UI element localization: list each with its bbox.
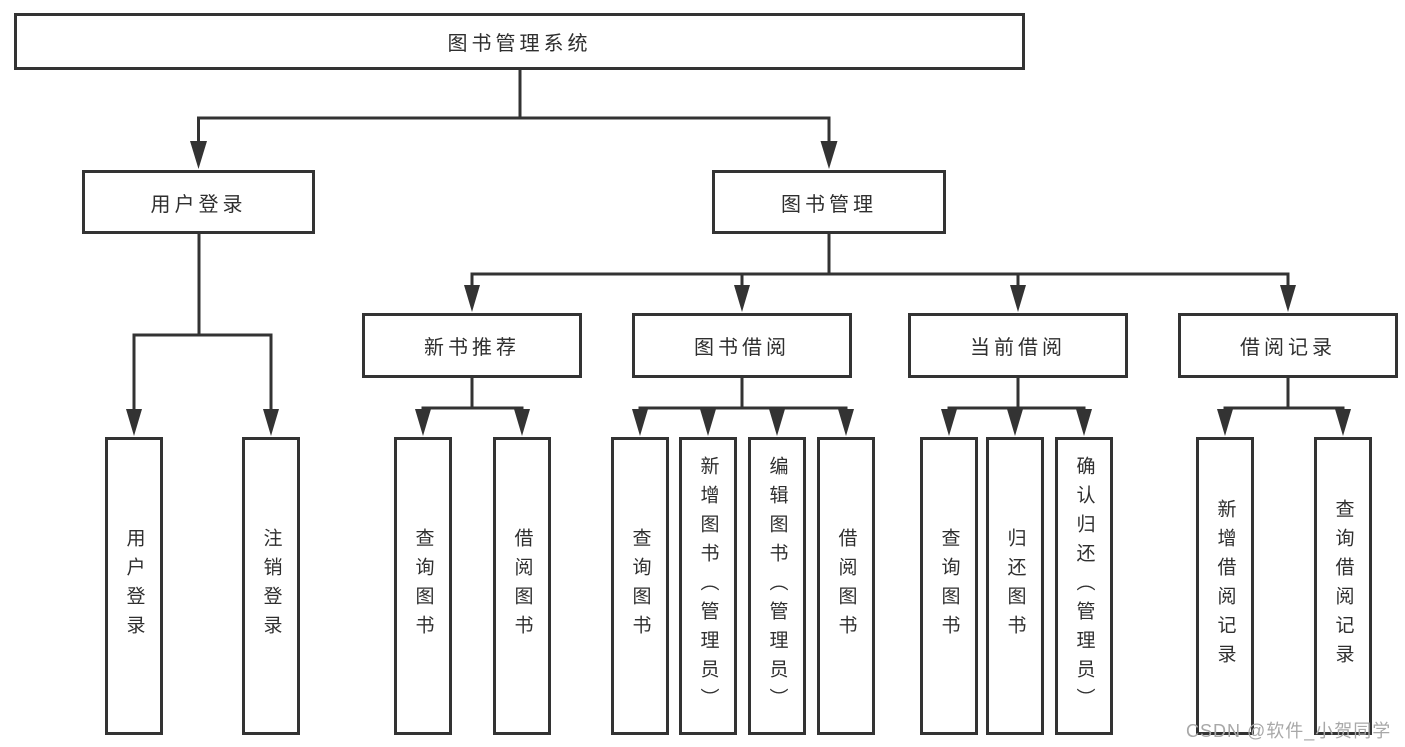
node-borrow-records-label: 借阅记录 — [1240, 337, 1336, 359]
leaf-current-confirm-admin: 确认归还（管理员） — [1055, 437, 1113, 735]
leaf-current-return-label: 归还图书 — [1004, 528, 1026, 644]
connector-newbooks-to-leaves — [421, 378, 524, 410]
node-book-management-label: 图书管理 — [781, 193, 877, 216]
node-user-login: 用户登录 — [82, 170, 315, 234]
connector-root-to-level2 — [197, 70, 831, 143]
leaf-borrow-add-admin: 新增图书（管理员） — [679, 437, 737, 735]
node-root: 图书管理系统 — [14, 13, 1025, 70]
leaf-newbooks-borrow: 借阅图书 — [493, 437, 551, 735]
leaf-borrow-do: 借阅图书 — [817, 437, 875, 735]
connector-current-to-leaves — [947, 378, 1086, 410]
leaf-records-query-label: 查询借阅记录 — [1332, 499, 1354, 673]
arrowheads-level2 — [190, 141, 838, 169]
connector-mgmt-to-level3 — [470, 234, 1290, 287]
connector-login-to-leaves — [132, 234, 273, 411]
leaf-newbooks-query-label: 查询图书 — [412, 528, 434, 644]
arrowheads-level3 — [464, 285, 1296, 312]
node-root-label: 图书管理系统 — [447, 33, 592, 55]
leaf-records-add: 新增借阅记录 — [1196, 437, 1254, 735]
leaf-records-add-label: 新增借阅记录 — [1214, 499, 1236, 673]
leaf-user-login: 用户登录 — [105, 437, 163, 735]
node-borrow-records: 借阅记录 — [1178, 313, 1398, 378]
node-book-management: 图书管理 — [712, 170, 946, 234]
leaf-logout-label: 注销登录 — [260, 528, 282, 644]
arrowheads-bottom-leaves — [415, 409, 1351, 436]
leaf-current-query-label: 查询图书 — [938, 528, 960, 644]
leaf-current-query: 查询图书 — [920, 437, 978, 735]
leaf-newbooks-query: 查询图书 — [394, 437, 452, 735]
node-new-book-recommend-label: 新书推荐 — [424, 337, 520, 359]
arrowheads-login-leaves — [126, 409, 279, 436]
leaf-borrow-query-label: 查询图书 — [629, 528, 651, 644]
connector-records-to-leaves — [1223, 378, 1345, 410]
leaf-newbooks-borrow-label: 借阅图书 — [511, 528, 533, 644]
node-book-borrow-label: 图书借阅 — [694, 337, 790, 359]
connector-borrow-to-leaves — [638, 378, 848, 410]
leaf-borrow-add-admin-label: 新增图书（管理员） — [697, 455, 719, 717]
leaf-borrow-edit-admin-label: 编辑图书（管理员） — [766, 455, 788, 717]
node-current-borrow-label: 当前借阅 — [970, 337, 1066, 359]
leaf-records-query: 查询借阅记录 — [1314, 437, 1372, 735]
csdn-watermark: CSDN @软件_小贺同学 — [1186, 721, 1392, 741]
leaf-borrow-query: 查询图书 — [611, 437, 669, 735]
leaf-user-login-label: 用户登录 — [123, 528, 145, 644]
leaf-logout: 注销登录 — [242, 437, 300, 735]
leaf-current-return: 归还图书 — [986, 437, 1044, 735]
leaf-borrow-edit-admin: 编辑图书（管理员） — [748, 437, 806, 735]
node-current-borrow: 当前借阅 — [908, 313, 1128, 378]
node-book-borrow: 图书借阅 — [632, 313, 852, 378]
node-user-login-label: 用户登录 — [150, 193, 247, 216]
leaf-current-confirm-admin-label: 确认归还（管理员） — [1073, 455, 1095, 717]
leaf-borrow-do-label: 借阅图书 — [835, 528, 857, 644]
node-new-book-recommend: 新书推荐 — [362, 313, 582, 378]
